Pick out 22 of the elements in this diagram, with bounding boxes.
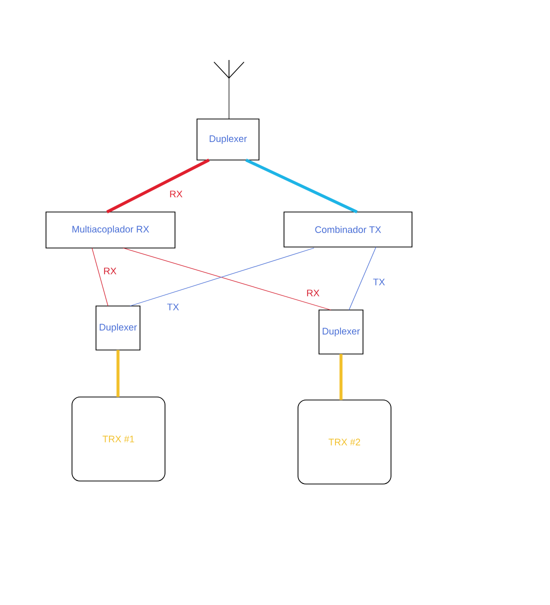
transceiver-box: TRX #2 xyxy=(298,400,392,484)
device-box: Duplexer xyxy=(96,306,140,350)
connector-line xyxy=(245,158,358,214)
edge-label: RX xyxy=(305,288,321,298)
device-box: Duplexer xyxy=(196,118,260,160)
device-box: Multiacoplador RX xyxy=(46,212,176,248)
transceiver-box: TRX #1 xyxy=(72,396,166,482)
connector-line xyxy=(130,248,314,306)
edge-label: TX xyxy=(166,302,180,312)
connector-line xyxy=(92,248,108,306)
edge-label: RX xyxy=(102,266,118,276)
device-box: Combinador TX xyxy=(284,212,412,248)
edge-label: TX xyxy=(372,278,386,286)
connector-line xyxy=(228,78,230,120)
connector-line xyxy=(116,350,120,397)
device-box: Duplexer xyxy=(318,310,364,354)
antenna-drawing xyxy=(214,60,244,79)
edge-label: RX xyxy=(168,190,184,198)
connector-line xyxy=(340,354,342,400)
connector-line xyxy=(348,246,376,310)
connector-line xyxy=(106,158,210,214)
connector-line xyxy=(122,248,332,310)
